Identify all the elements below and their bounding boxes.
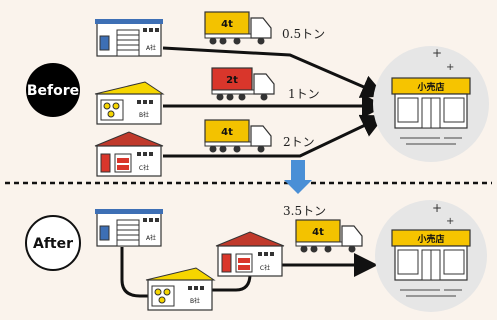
- truck-tag: 2t: [226, 75, 238, 86]
- load-label: 3.5トン: [283, 204, 326, 218]
- sparkle-icon: +: [432, 201, 442, 215]
- truck-tag: 4t: [221, 19, 233, 30]
- truck-tag: 4t: [221, 127, 233, 138]
- warehouse-a-before: A社: [95, 19, 163, 57]
- company-sign: B社: [190, 297, 200, 305]
- sparkle-icon: +: [446, 216, 454, 227]
- company-sign: A社: [146, 234, 156, 242]
- sparkle-icon: +: [446, 62, 454, 73]
- warehouse-c-after: C社: [215, 231, 285, 277]
- company-sign: B社: [139, 111, 149, 119]
- before-routes: [162, 46, 386, 158]
- truck-before-1: 4t: [204, 11, 272, 45]
- after-label: After: [33, 236, 73, 252]
- company-sign: A社: [146, 44, 156, 52]
- warehouse-c-before: C社: [94, 131, 164, 177]
- after-routes: [120, 247, 378, 298]
- load-label: 1トン: [288, 87, 320, 101]
- company-sign: C社: [139, 164, 149, 172]
- before-label: Before: [27, 83, 79, 99]
- store-sign: 小売店: [416, 233, 444, 245]
- warehouse-b-before: B社: [94, 81, 165, 125]
- after-badge: After: [25, 215, 81, 271]
- warehouse-a-after: A社: [95, 209, 163, 247]
- before-badge: Before: [26, 63, 80, 117]
- truck-before-3: 4t: [204, 119, 272, 153]
- transition-arrow: [284, 160, 312, 194]
- company-sign: C社: [260, 264, 270, 272]
- load-label: 2トン: [283, 135, 315, 149]
- truck-after: 4t: [295, 219, 363, 253]
- load-label: 0.5トン: [282, 27, 325, 41]
- store-after: + + 小売店: [375, 200, 487, 312]
- warehouse-b-after: B社: [145, 267, 216, 311]
- truck-tag: 4t: [312, 227, 324, 238]
- sparkle-icon: +: [432, 46, 442, 60]
- store-before: + + 小売店: [373, 46, 489, 162]
- store-sign: 小売店: [416, 81, 444, 93]
- truck-before-2: 2t: [211, 67, 275, 101]
- warehouse-roof: [95, 19, 163, 24]
